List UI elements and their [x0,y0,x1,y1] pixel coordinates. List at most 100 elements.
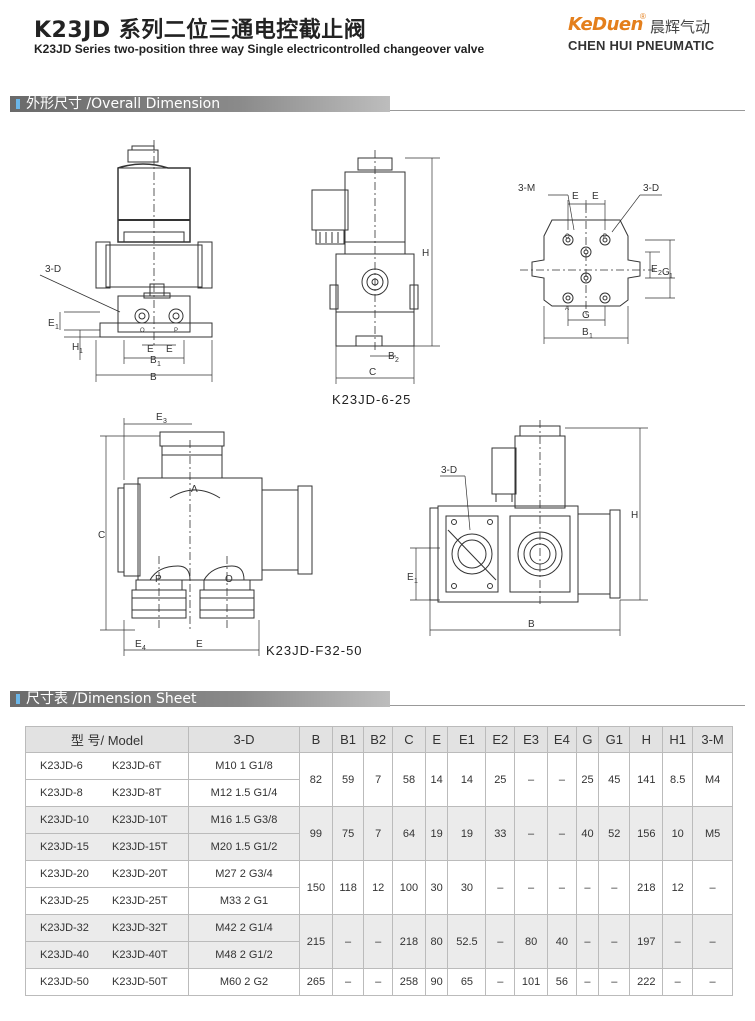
header-col-c: C [392,726,426,753]
value-cell-b1: 75 [331,806,365,861]
model-name: K23JD-6 [40,760,83,772]
value-cell-b1: – [331,968,365,996]
d1-label-b: B [150,372,157,383]
model-name-t: K23JD-15T [112,841,168,853]
model-name: K23JD-15 [40,841,89,853]
value-cell-e4: – [547,806,577,861]
brand-logo: KeDuen ® 晨辉气动 CHEN HUI PNEUMATIC [568,12,746,58]
d4-label-e4: E [135,639,142,650]
value-cell-e3: – [514,752,549,807]
model-name: K23JD-10 [40,814,89,826]
d1-label-e-a: E [147,344,154,355]
value-cell-e1: 65 [447,968,487,996]
value-cell-3-m: – [692,860,733,915]
header-col-h: H [629,726,664,753]
d4-label-a: A [191,484,198,495]
d3-port-a: A [565,306,569,312]
d3-port-o: O [565,234,570,240]
value-cell-e3: – [514,860,549,915]
drawing-large-side-view: 3-D H E 1 B [407,420,648,636]
model-name-t: K23JD-25T [112,895,168,907]
d3-label-g: G [582,310,590,321]
value-cell-b2: – [363,914,394,969]
header-col-e: E [424,726,449,753]
thread-cell: M48 2 G1/2 [188,941,300,969]
d4-label-e4-sub: 4 [142,645,146,652]
d3-label-3d: 3-D [643,183,659,194]
value-cell-e2: – [485,968,516,996]
value-cell-g1: 45 [598,752,631,807]
d3-label-e-b: E [592,191,599,202]
d3-label-g1-sub: 1 [669,273,673,280]
value-cell-g: – [575,914,600,969]
value-cell-e2: 25 [485,752,516,807]
model-name-t: K23JD-8T [112,787,162,799]
value-cell-e: 14 [424,752,449,807]
value-cell-h: 141 [629,752,664,807]
header-col-e1: E1 [447,726,487,753]
thread-cell: M60 2 G2 [188,968,300,996]
thread-cell: M10 1 G1/8 [188,752,300,780]
model-name: K23JD-8 [40,787,83,799]
d2-label-h: H [422,248,429,259]
value-cell-g: 25 [575,752,600,807]
value-cell-e4: 40 [547,914,577,969]
header-col-e2: E2 [485,726,516,753]
value-cell-c: 64 [392,806,426,861]
value-cell-e3: – [514,806,549,861]
value-cell-h1: 12 [662,860,694,915]
value-cell-h1: 8.5 [662,752,694,807]
header-col-h1: H1 [662,726,694,753]
value-cell-e: 90 [424,968,449,996]
value-cell-c: 58 [392,752,426,807]
model-name: K23JD-32 [40,922,89,934]
drawing-side-view: H B 2 C [311,150,440,384]
d3-label-3m: 3-M [518,183,535,194]
d1-label-b1-sub: 1 [157,361,161,368]
d3-label-e-a: E [572,191,579,202]
d4-label-e3: E [156,412,163,423]
d1-label-e1: E [48,318,55,329]
d1-port-o: O [140,328,145,334]
d3-label-e2: E [651,264,658,275]
value-cell-g1: – [598,968,631,996]
value-cell-g1: – [598,914,631,969]
value-cell-b: 265 [299,968,333,996]
section-overall-dimension: 外形尺寸 /Overall Dimension [10,96,745,112]
page-title: K23JD 系列二位三通电控截止阀 [34,18,367,43]
value-cell-c: 218 [392,914,426,969]
value-cell-c: 258 [392,968,426,996]
section-dimension-sheet: 尺寸表 /Dimension Sheet [10,691,745,707]
value-cell-g: 40 [575,806,600,861]
model-name-t: K23JD-32T [112,922,168,934]
technical-drawings: 3-D E 1 H 1 E E B 1 B O P [39,140,675,656]
value-cell-e4: – [547,752,577,807]
d3-label-b1-sub: 1 [589,333,593,340]
value-cell-b: 82 [299,752,333,807]
d4-label-o: O [225,574,233,585]
header-model: 型 号/ Model [25,726,189,753]
value-cell-g1: – [598,860,631,915]
value-cell-e1: 14 [447,752,487,807]
value-cell-b2: 12 [363,860,394,915]
d1-label-b1: B [150,355,157,366]
value-cell-e3: 80 [514,914,549,969]
d4-label-c: C [98,530,105,541]
d3-label-b1: B [582,327,589,338]
header-col-e3: E3 [514,726,549,753]
logo-registered: ® [640,12,646,21]
d5-label-e1-sub: 1 [414,578,418,585]
header-3d: 3-D [188,726,300,753]
d1-label-h1: H [72,342,79,353]
